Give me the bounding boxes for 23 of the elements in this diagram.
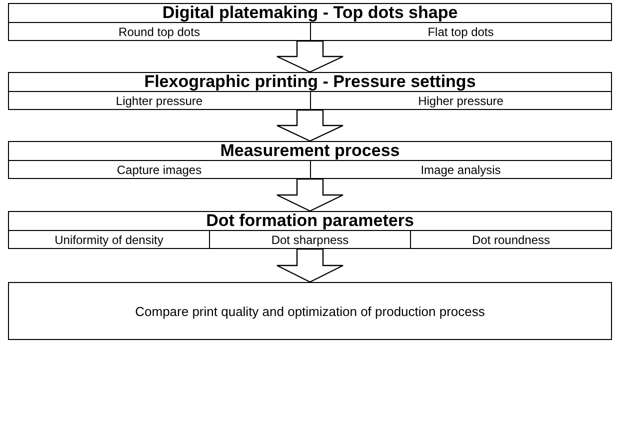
- stage-box: [8, 72, 612, 110]
- stage-box: [8, 3, 612, 41]
- sub-step-cell: Uniformity of density: [9, 231, 209, 248]
- block-arrow: [276, 40, 344, 73]
- stage-box: [8, 211, 612, 249]
- stage-box: [8, 282, 612, 340]
- sub-step-cell: Round top dots: [9, 23, 310, 40]
- stage-box: [8, 141, 612, 179]
- stage-heading: Measurement process: [220, 142, 400, 160]
- sub-step-cell: Lighter pressure: [9, 92, 310, 109]
- stage-heading: Digital platemaking - Top dots shape: [162, 4, 458, 22]
- stage-heading: Flexographic printing - Pressure settings: [144, 73, 476, 91]
- block-arrow: [276, 178, 344, 212]
- stage-heading: Dot formation parameters: [206, 212, 414, 230]
- sub-step-cell: Higher pressure: [310, 92, 611, 109]
- sub-step-cell: Dot sharpness: [209, 231, 410, 248]
- block-arrow: [276, 109, 344, 142]
- sub-step-cell: Image analysis: [310, 161, 611, 178]
- result-text: Compare print quality and optimization of production process: [135, 302, 485, 321]
- sub-step-cell: Dot roundness: [410, 231, 611, 248]
- block-arrow: [276, 248, 344, 283]
- sub-step-cell: Capture images: [9, 161, 310, 178]
- sub-step-cell: Flat top dots: [310, 23, 611, 40]
